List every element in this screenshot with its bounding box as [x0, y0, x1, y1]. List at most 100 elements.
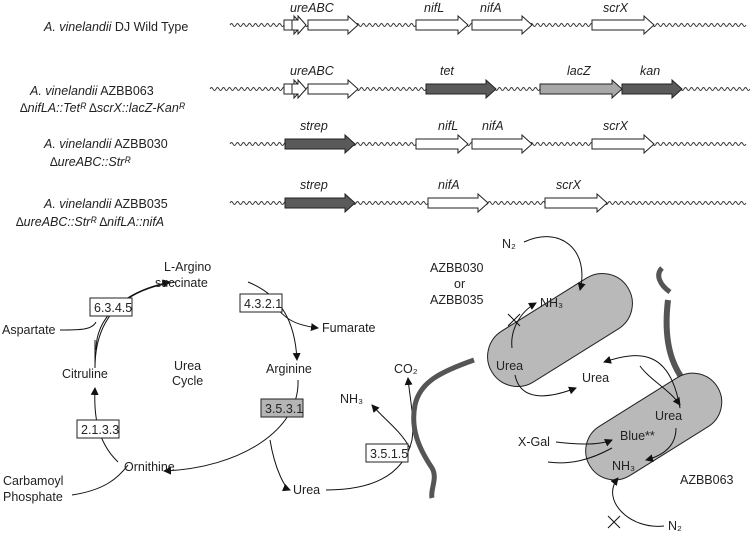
node-ornithine: Ornithine: [124, 460, 175, 474]
cycle-title-line-2: Cycle: [172, 374, 203, 388]
label-xgal: X-Gal: [518, 435, 550, 449]
blocked-mark: [607, 515, 621, 529]
urea-to-nh3-arrow: [645, 427, 677, 463]
gene-label: strep: [300, 178, 328, 192]
gene-scrX: scrX: [591, 1, 655, 36]
gene-kan: kan: [621, 64, 683, 100]
node-fumarate: Fumarate: [322, 321, 376, 335]
gene-label: tet: [440, 64, 454, 78]
strain-4-genotype: ∆ureABC::Strᴿ ∆nifLA::nifA: [16, 215, 164, 229]
node-citruline: Citruline: [62, 367, 108, 381]
blocked-mark: [507, 313, 521, 327]
svg-text:2.1.3.3: 2.1.3.3: [81, 423, 119, 437]
gene-label: scrX: [603, 119, 629, 133]
svg-text:4.3.2.1: 4.3.2.1: [244, 297, 282, 311]
flagellum: [411, 357, 475, 499]
gene-scrX: scrX: [591, 119, 655, 155]
strain-row-azbb030: A. vinelandii AZBB030 ∆ureABC::Strᴿ stre…: [43, 119, 747, 169]
strain-row-azbb063: A. vinelandii AZBB063 ∆nifLA::Tetᴿ ∆scrX…: [20, 64, 750, 115]
enzyme-3-5-3-1: 3.5.3.1: [260, 398, 304, 418]
gene-ureABC: ureABC: [283, 64, 359, 100]
gene-label: kan: [640, 64, 660, 78]
gene-nifA: nifA: [427, 178, 489, 214]
xgal-arrow-return: [547, 447, 613, 464]
label-urea-bottom: Urea: [655, 409, 682, 423]
label-or: or: [454, 277, 465, 291]
gene-nifL: nifL: [415, 119, 469, 155]
node-aspartate: Aspartate: [2, 323, 56, 337]
strain-row-azbb035: A. vinelandii AZBB035 ∆ureABC::Strᴿ ∆nif…: [16, 178, 747, 229]
gene-label: ureABC: [290, 1, 335, 15]
urea-import-arrow: [639, 365, 681, 406]
gene-nifA: nifA: [471, 1, 533, 36]
label-urea-mid: Urea: [582, 371, 609, 385]
aspartate-input-arrow: [59, 321, 97, 331]
cycle-title-line-1: Urea: [174, 359, 201, 373]
node-carbamoyl: Carbamoyl: [3, 474, 63, 488]
strain-1-name: A. vinelandii DJ Wild Type: [43, 20, 188, 34]
svg-text:6.3.4.5: 6.3.4.5: [94, 301, 132, 315]
gene-label: nifA: [480, 1, 502, 15]
n2-fixation-arrow: [523, 236, 586, 291]
carbamoyl-input-arrow: [71, 464, 129, 496]
gene-strep: strep: [284, 119, 356, 155]
enzyme-3-5-1-5: 3.5.1.5: [365, 443, 409, 463]
cycle-arrow: [247, 281, 301, 361]
label-azbb030: AZBB030: [430, 261, 484, 275]
svg-text:3.5.1.5: 3.5.1.5: [370, 447, 408, 461]
gene-label: ureABC: [290, 64, 335, 78]
flagellum: [656, 266, 672, 295]
gene-ureABC: ureABC: [283, 1, 359, 36]
gene-label: strep: [300, 119, 328, 133]
cycle-arrow: [163, 379, 299, 475]
gene-label: scrX: [603, 1, 629, 15]
label-blue: Blue**: [620, 429, 655, 443]
node-co2: CO₂: [394, 362, 418, 376]
svg-text:3.5.3.1: 3.5.3.1: [265, 402, 303, 416]
cycle-arrow: [94, 281, 177, 369]
gene-label: nifL: [424, 1, 444, 15]
gene-label: scrX: [556, 178, 582, 192]
label-azbb035: AZBB035: [430, 293, 484, 307]
strain-3-name: A. vinelandii AZBB030: [43, 137, 168, 151]
nh3-output-arrow: [371, 404, 411, 449]
node-arginine: Arginine: [266, 362, 312, 376]
xgal-arrow: [555, 438, 613, 447]
label-azbb063: AZBB063: [680, 473, 734, 487]
enzyme-2-1-3-3: 2.1.3.3: [76, 419, 120, 439]
label-n2-top: N₂: [502, 237, 516, 251]
gene-label: lacZ: [567, 64, 591, 78]
node-urea: Urea: [293, 483, 320, 497]
gene-nifA: nifA: [471, 119, 533, 155]
node-nh3: NH₃: [340, 392, 363, 406]
label-n2-bottom: N₂: [668, 519, 682, 533]
gene-strep: strep: [284, 178, 356, 214]
strain-2-genotype: ∆nifLA::Tetᴿ ∆scrX::lacZ-Kanᴿ: [20, 101, 186, 115]
gene-label: nifA: [438, 178, 460, 192]
gene-label: nifL: [438, 119, 458, 133]
gene-tet: tet: [425, 64, 497, 100]
gene-nifL: nifL: [415, 1, 469, 36]
strain-row-wild-type: A. vinelandii DJ Wild Type ureABC nifL n…: [43, 1, 747, 36]
node-l-argino: L-Argino: [164, 260, 211, 274]
n2-fixation-arrow: [610, 477, 665, 527]
urea-cycle: L-Argino succinate Fumarate Arginine Asp…: [2, 260, 418, 504]
label-nh3-top: NH₃: [540, 296, 563, 310]
strain-3-genotype: ∆ureABC::Strᴿ: [50, 155, 131, 169]
urea-to-nh3-arrow: [511, 302, 537, 349]
node-succinate: succinate: [155, 276, 208, 290]
urea-exchange-arrow: [603, 355, 681, 409]
strain-2-name: A. vinelandii AZBB063: [29, 84, 154, 98]
cell-azbb063: [585, 372, 723, 481]
label-nh3-bottom: NH₃: [612, 459, 635, 473]
arginase-output-arrow: [269, 439, 291, 492]
enzyme-4-3-2-1: 4.3.2.1: [239, 293, 283, 313]
urea-export-arrow: [514, 374, 577, 397]
gene-scrX: scrX: [544, 178, 608, 214]
enzyme-6-3-4-5: 6.3.4.5: [89, 297, 133, 317]
cell-interaction-diagram: AZBB030 or AZBB035 N₂ NH₃ Urea Urea Urea…: [411, 236, 734, 533]
gene-label: nifA: [482, 119, 504, 133]
urease-arrow: [325, 439, 413, 491]
label-urea-top: Urea: [496, 359, 523, 373]
